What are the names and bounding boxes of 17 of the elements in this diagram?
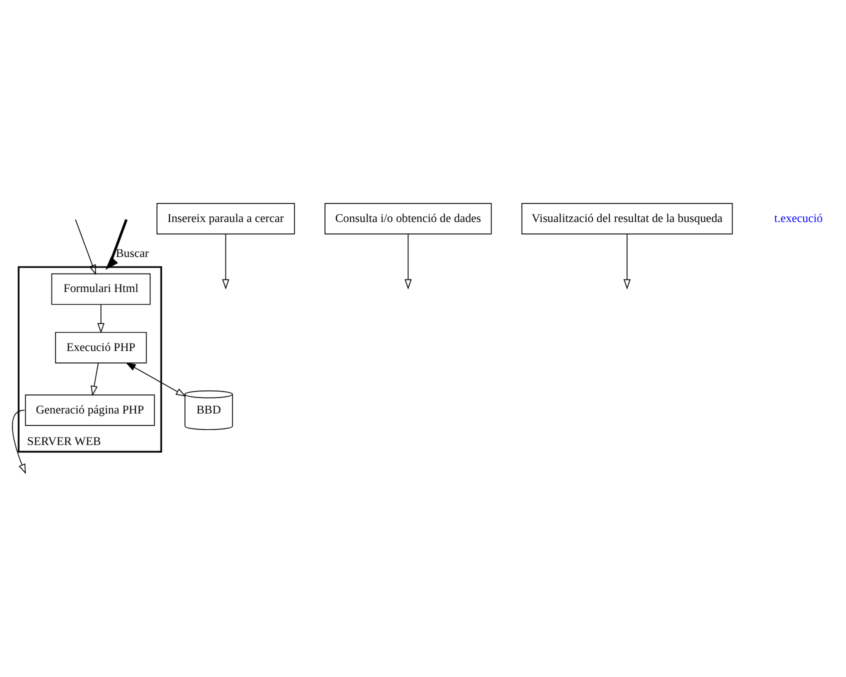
arrow xyxy=(90,362,99,396)
arrow xyxy=(97,304,105,334)
node-box: Visualització del resultat de la busqueda xyxy=(521,202,733,234)
label: t.execució xyxy=(774,210,823,225)
arrow xyxy=(624,234,631,290)
node-box: Generació página PHP xyxy=(25,394,155,426)
arrow xyxy=(126,362,186,397)
arrow xyxy=(404,234,412,290)
arrow xyxy=(105,219,128,270)
node-box: Formulari Html xyxy=(51,273,151,305)
arrow xyxy=(12,410,26,474)
arrow xyxy=(75,219,96,275)
edge-label: Buscar xyxy=(116,246,149,260)
node-box: Insereix paraula a cercar xyxy=(156,202,295,234)
node-box: Consulta i/o obtenció de dades xyxy=(324,202,492,234)
node-box: Execució PHP xyxy=(55,332,147,364)
arrow xyxy=(222,234,230,290)
